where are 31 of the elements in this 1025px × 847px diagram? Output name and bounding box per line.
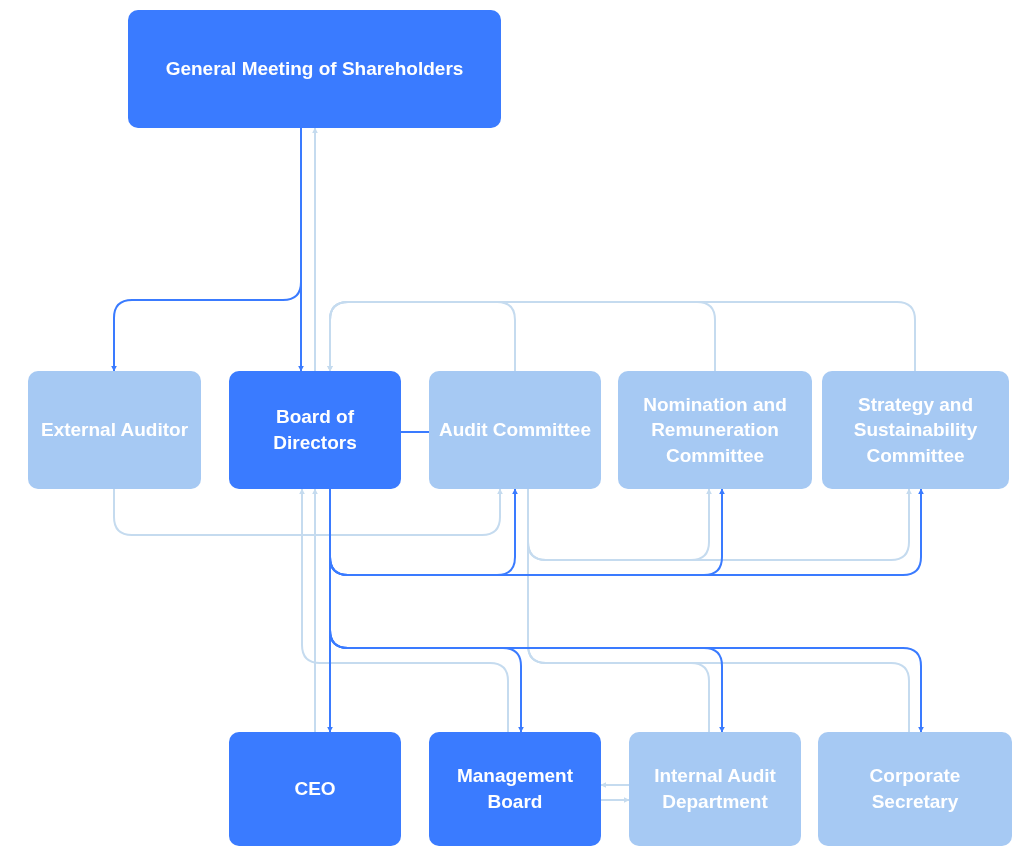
box-label: General Meeting of Shareholders: [165, 57, 464, 82]
org-box: [28, 371, 201, 489]
arrow: [527, 488, 912, 561]
org-box: [818, 732, 1012, 846]
box-label: Strategy and Sustainability Committee: [852, 392, 979, 468]
org-box: [229, 371, 401, 489]
box-label: CEO: [294, 777, 336, 802]
box-label: Nomination and Remuneration Committee: [642, 392, 788, 468]
arrow: [327, 301, 916, 372]
org-box: [229, 732, 401, 846]
arrow: [600, 797, 630, 803]
org-box: [429, 371, 601, 489]
org-box: [128, 10, 501, 128]
arrow: [312, 488, 318, 733]
box-label: Internal Audit Department: [653, 764, 777, 814]
arrow: [113, 488, 503, 536]
arrow: [329, 488, 924, 576]
box-label: External Auditor: [40, 418, 189, 443]
org-box: [429, 732, 601, 846]
arrow: [600, 782, 630, 788]
org-box: [629, 732, 801, 846]
box-label: Audit Committee: [439, 418, 591, 443]
arrow: [299, 488, 509, 733]
box-label: Corporate Secretary: [868, 764, 962, 814]
arrow: [312, 127, 318, 372]
box-label: Board of Directors: [272, 405, 358, 455]
connector-line: [400, 431, 430, 433]
arrow: [298, 127, 304, 372]
box-label: Management Board: [455, 764, 575, 814]
org-box: [822, 371, 1009, 489]
org-box: [618, 371, 812, 489]
